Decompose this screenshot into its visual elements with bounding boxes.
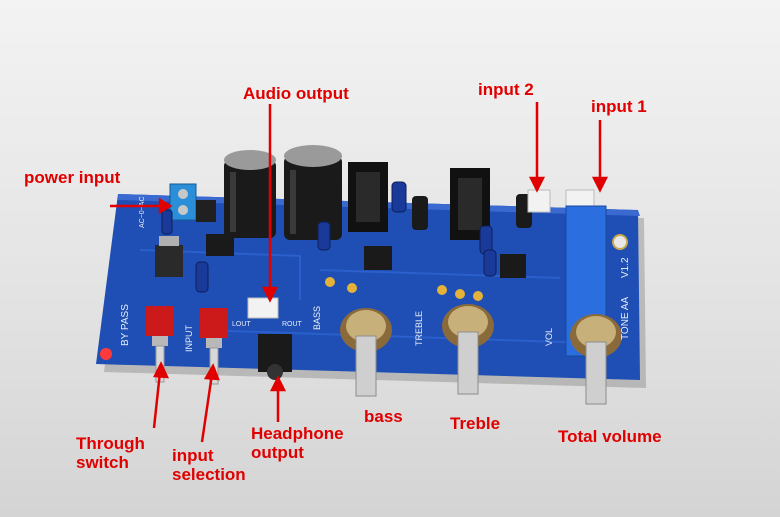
ic-chip-3 — [500, 254, 526, 278]
audio-output-connector — [247, 297, 279, 319]
voltage-regulator — [155, 245, 183, 277]
silk-bypass: BY PASS — [120, 304, 131, 346]
silk-vol: VOL — [544, 328, 554, 346]
headphone-jack-port — [267, 364, 283, 380]
label-headphone-output: Headphone output — [251, 424, 344, 462]
label-input-selection-line1: input — [172, 446, 214, 465]
rectifier — [196, 200, 216, 222]
arrowhead-input-2 — [528, 176, 546, 193]
input-2-connector — [527, 189, 551, 213]
ic-chip-1 — [206, 234, 234, 256]
label-input-1: input 1 — [591, 97, 647, 116]
arrowhead-power-input — [158, 197, 173, 215]
arrowhead-audio-output — [261, 286, 279, 303]
arrow-through-switch — [152, 371, 162, 429]
arrowhead-input-selection — [203, 363, 220, 381]
treble-potentiometer — [442, 304, 494, 395]
label-through-switch: Through switch — [76, 434, 145, 472]
label-input-selection: input selection — [172, 446, 246, 484]
silk-rout: ROUT — [282, 321, 303, 328]
silk-treble: TREBLE — [414, 311, 424, 346]
silk-tone: TONE AA — [620, 297, 631, 340]
mounting-hole — [612, 234, 628, 250]
arrowhead-through-switch — [153, 361, 170, 379]
regulator-tab — [159, 236, 179, 246]
film-capacitors — [325, 277, 483, 301]
power-terminal — [169, 183, 197, 221]
silk-lout: LOUT — [232, 321, 251, 328]
label-power-input: power input — [24, 168, 121, 187]
power-led — [100, 348, 112, 360]
big-capacitor-left — [224, 150, 276, 238]
silk-version: V1.2 — [620, 257, 631, 278]
arrowhead-headphone-output — [269, 375, 287, 392]
heat-sink-left — [348, 162, 388, 232]
label-headphone-output-line2: output — [251, 443, 304, 462]
label-input-selection-line2: selection — [172, 465, 246, 484]
label-bass: bass — [364, 407, 403, 426]
silk-input: INPUT — [184, 324, 194, 352]
silk-ac: AC~0~AC — [139, 196, 146, 228]
arrowhead-input-1 — [591, 176, 609, 193]
silk-bass: BASS — [312, 306, 322, 330]
label-through-switch-line1: Through — [76, 434, 145, 453]
label-total-volume: Total volume — [558, 427, 662, 446]
big-capacitor-right — [284, 145, 342, 240]
label-through-switch-line2: switch — [76, 453, 129, 472]
callout-arrows — [110, 102, 609, 443]
ic-chip-2 — [364, 246, 392, 270]
small-capacitors — [161, 181, 532, 293]
label-audio-output: Audio output — [243, 84, 349, 103]
arrow-input-selection — [200, 373, 214, 443]
bass-potentiometer — [340, 308, 392, 397]
label-headphone-output-line1: Headphone — [251, 424, 344, 443]
volume-potentiometer — [570, 314, 622, 405]
label-input-2: input 2 — [478, 80, 534, 99]
label-treble: Treble — [450, 414, 501, 433]
